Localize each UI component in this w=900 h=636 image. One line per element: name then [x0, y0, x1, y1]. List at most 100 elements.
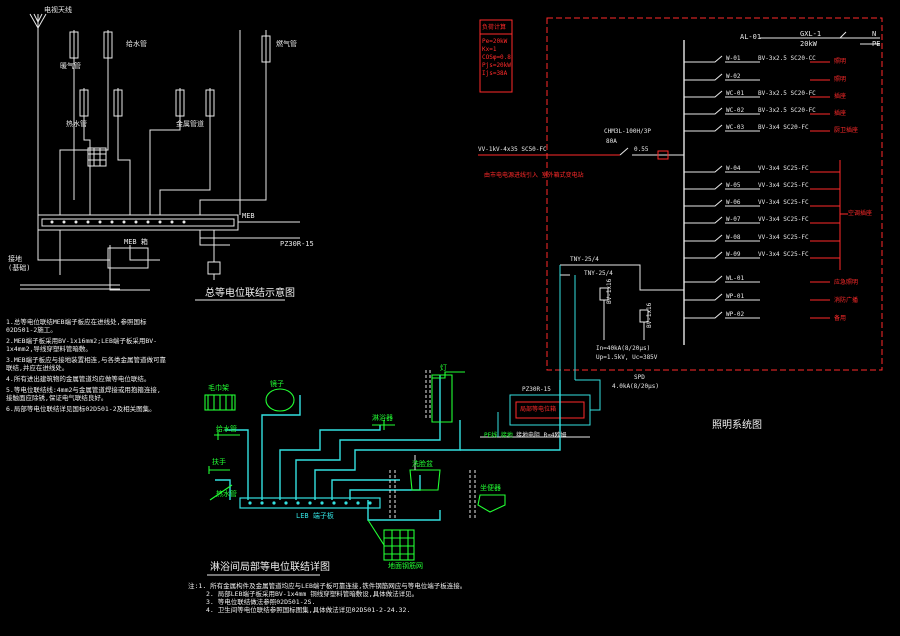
main-bonding-diagram: [20, 13, 300, 301]
pz-box-label: PZ30R-15: [522, 386, 551, 393]
circuit-cable: VV-3x4 SC25-FC: [758, 182, 809, 189]
circuit-load: 厨卫插座: [834, 127, 859, 134]
circuit-cable: VV-3x4 SC25-FC: [758, 216, 809, 223]
incoming-cable: VV-1kV-4x35 SC50-FC: [478, 146, 547, 153]
main-bonding-notes: 1.总等电位联结MEB端子板应在进线处,参照国标02D501-2施工。 2.ME…: [6, 318, 166, 413]
gxl-power: 20kW: [800, 40, 817, 48]
circuit-id: WC-03: [726, 124, 745, 131]
lighting-system-diagram: [478, 17, 883, 438]
incoming-note: 由市电电源进线引入 室外箱式变电站: [484, 172, 584, 179]
circuit-load: 照明: [834, 76, 847, 83]
towel-label: 毛巾架: [208, 384, 229, 392]
circuit-id: W-08: [726, 234, 741, 241]
neutral-label: N: [872, 30, 877, 38]
note-line: 1.总等电位联结MEB端子板应在进线处,参照国标02D501-2施工。: [6, 318, 147, 334]
legend-item: COSφ=0.8: [482, 54, 511, 61]
circuit-cable: BV-3x4 SC20-FC: [758, 124, 809, 131]
circuit-load: 插座: [834, 93, 847, 100]
tny-label: TNY-25/4: [570, 256, 599, 263]
circuit-id: WC-01: [726, 90, 745, 97]
floor-mesh-label: 地面钢筋网: [388, 562, 423, 570]
bathroom-bonding-diagram: [204, 370, 561, 576]
note-line: 2.MEB端子板采用BV-1x16mm2;LEB端子板采用BV-1x4mm2,导…: [6, 337, 158, 353]
pe-bar-label: PE线 接地: [484, 432, 513, 439]
circuit-cable: VV-3x4 SC25-FC: [758, 251, 809, 258]
light-label: 灯: [440, 364, 447, 372]
load-legend: Pe=20kW Kx=1 COSφ=0.8 Pjs=20kW Ijs=38A: [482, 38, 511, 78]
note-line: 5.等电位联结线:4mm2与金属管道焊接或用抱箍连接,接触面应除锈,保证电气联结…: [6, 386, 161, 402]
legend-item: Pjs=20kW: [482, 62, 511, 69]
pipe1-label: 给水管: [216, 425, 237, 433]
main-breaker: CHM3L-100H/3P: [604, 128, 651, 135]
heating-pipe-label: 暖气管: [60, 62, 81, 70]
circuit-id: WP-02: [726, 311, 745, 318]
gxl-label: GXL-1: [800, 30, 822, 38]
earth-sub-label: (基础): [8, 264, 31, 272]
circuit-id: W-02: [726, 73, 741, 80]
note-line: 3.MEB端子板应与接地装置相连,与各类金属管道做可靠联结,并应在进线处。: [6, 356, 166, 372]
circuit-cable: VV-3x4 SC25-FC: [758, 234, 809, 241]
circuit-id: W-01: [726, 55, 741, 62]
circuit-id: W-05: [726, 182, 741, 189]
floor-mesh-icon: [383, 529, 415, 561]
leb-label: LEB 端子板: [296, 512, 334, 520]
circuit-cable: VV-3x4 SC25-FC: [758, 199, 809, 206]
bathroom-title: 淋浴间局部等电位联结详图: [210, 562, 330, 573]
circuit-load: 应急照明: [834, 279, 859, 286]
circuit-id: W-09: [726, 251, 741, 258]
ground-resistance: 接地电阻 R≤4欧姆: [516, 432, 567, 439]
surge-spec: In=40kA(8/20μs): [596, 345, 651, 352]
circuit-load: 插座: [834, 110, 847, 117]
hot-water-label: 热水管: [66, 120, 87, 128]
toilet-icon: [477, 494, 506, 513]
circuit-id: W-06: [726, 199, 741, 206]
circuit-id: W-07: [726, 216, 741, 223]
note-line: 4. 卫生间等电位联结参照国标图集,具体做法详见02D501-2-24.32.: [206, 606, 411, 614]
mirror-label: 镜子: [270, 380, 284, 388]
legend-item: Pe=20kW: [482, 38, 508, 45]
lighting-system-title: 照明系统图: [712, 420, 762, 431]
legend-header: 负荷计算: [482, 24, 507, 31]
note-line: 注:1. 所有金属构件及金属管道均应与LEB端子板可靠连接,铁件钢筋网应与等电位…: [188, 582, 467, 590]
spd-label: SPD: [634, 374, 645, 381]
circuit-id: WC-02: [726, 107, 745, 114]
bathroom-notes: 注:1. 所有金属构件及金属管道均应与LEB端子板可靠连接,铁件钢筋网应与等电位…: [188, 582, 608, 614]
circuit-load: 备用: [834, 315, 847, 322]
circuit-load: 空调插座: [848, 210, 873, 217]
water-pipe-label: 给水管: [126, 40, 147, 48]
circuit-cable: BV-3x2.5 SC20-FC: [758, 90, 816, 97]
main-bonding-title: 总等电位联结示意图: [205, 288, 295, 299]
circuit-id: W-04: [726, 165, 741, 172]
cabinet-label: AL-01: [740, 33, 762, 41]
shower-valve-icon: [372, 420, 395, 430]
circuit-cable: VV-3x4 SC25-FC: [758, 165, 809, 172]
note-line: 2. 局部LEB端子板采用BV-1x4mm 铜线穿塑料管暗敷设,具体做法详见。: [206, 590, 419, 598]
grab-label: 扶手: [212, 458, 226, 466]
spd-spec: 4.0kA(8/20μs): [612, 383, 659, 390]
mirror-icon: [265, 388, 295, 412]
shower-label: 淋浴器: [372, 414, 393, 422]
bv-label: BV-1x16: [646, 302, 653, 328]
local-box-label: 局部等电位箱: [520, 406, 557, 413]
legend-item: Kx=1: [482, 46, 497, 53]
gas-pipe-label: 燃气管: [276, 40, 297, 48]
basin-label: 洗脸盆: [412, 460, 433, 468]
note-line: 6.局部等电位联结详见国标02D501-2及相关图集。: [6, 405, 156, 413]
pipe2-label: 热水管: [216, 490, 237, 498]
main-breaker-rating: 80A: [606, 138, 617, 145]
circuit-load: 消防广播: [834, 297, 859, 304]
wc-label: 坐便器: [480, 484, 501, 492]
bv-label: BV-1x16: [606, 278, 613, 304]
circuit-id: WL-01: [726, 275, 745, 282]
metal-pipe-label: 金属管道: [176, 120, 204, 128]
basin-icon: [409, 469, 441, 491]
circuit-load: 照明: [834, 58, 847, 65]
tny-label: TNY-25/4: [584, 270, 613, 277]
tv-antenna-icon: [29, 13, 47, 30]
meb-label: MEB: [242, 212, 255, 220]
pe-label: PE: [872, 40, 881, 48]
meb-box-label: MEB 箱: [124, 238, 148, 246]
note-line: 4.所有进出建筑物的金属管道均应做等电位联结。: [6, 375, 151, 383]
note-line: 3. 等电位联结做法参照02D501-2S.: [206, 598, 316, 606]
